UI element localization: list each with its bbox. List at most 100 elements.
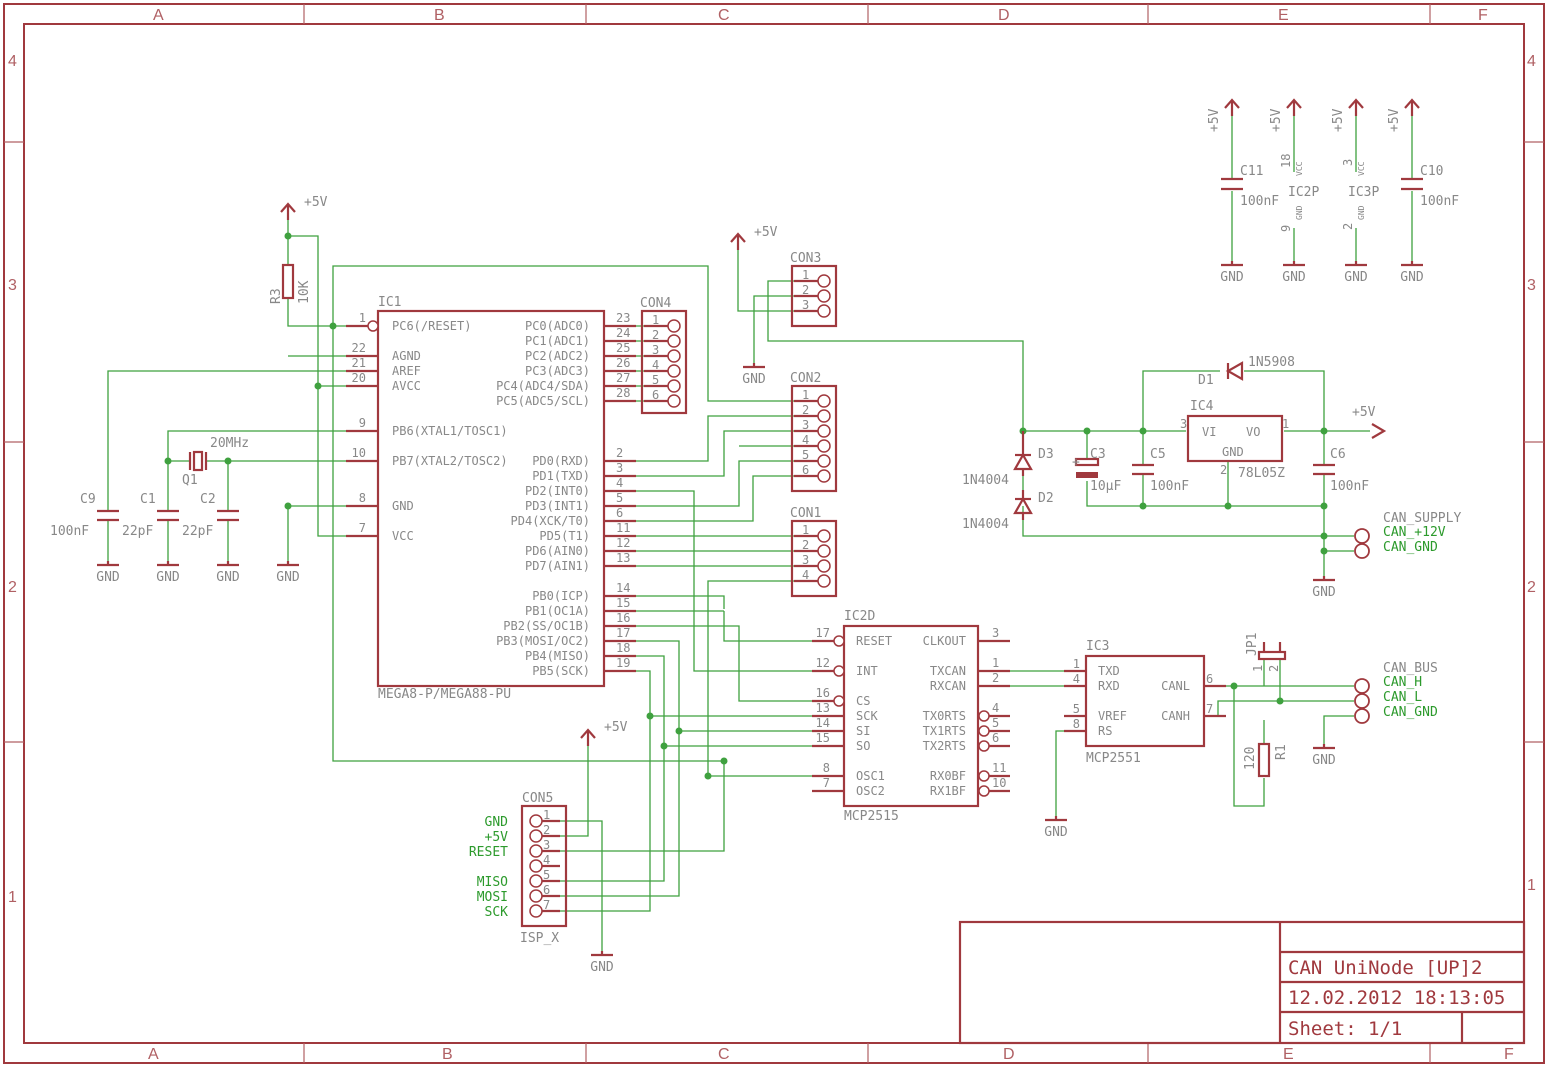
con1-pin-num: 4 <box>802 568 809 582</box>
ic2-pin-label: TXCAN <box>930 664 966 678</box>
d2-diode[interactable]: D2 1N4004 <box>962 490 1054 532</box>
ic1-atmega[interactable]: IC1 MEGA8-P/MEGA88-PU 1PC6(/RESET)22AGND… <box>346 295 636 702</box>
col-label-b-bottom: B <box>442 1046 453 1063</box>
row-label-4-right: 4 <box>1527 53 1536 70</box>
con3-pin-num: 1 <box>802 268 809 282</box>
con4-pin <box>667 394 681 408</box>
ic3-value: MCP2551 <box>1086 751 1141 766</box>
row-label-3-left: 3 <box>8 277 17 294</box>
c11-value: 100nF <box>1240 194 1279 209</box>
ic3-name: IC3 <box>1086 639 1109 654</box>
con5-pin-num: 2 <box>543 823 550 837</box>
can-h-label: CAN_H <box>1383 675 1422 690</box>
c1-value: 22pF <box>122 524 153 539</box>
con3-connector[interactable]: CON3 123 <box>790 251 838 328</box>
ic2-pin-num: 11 <box>992 761 1006 775</box>
ic3p-name: IC3P <box>1348 185 1379 200</box>
gnd-supply-label: GND <box>1344 270 1368 285</box>
c5-name: C5 <box>1150 447 1166 462</box>
ic3-pin-label: TXD <box>1098 664 1120 678</box>
isp-signal-label: GND <box>485 815 509 830</box>
c5-value: 100nF <box>1150 479 1189 494</box>
ic1-pin-num: 2 <box>616 446 623 460</box>
r1-name: R1 <box>1274 744 1289 760</box>
col-label-d-top: D <box>998 7 1010 24</box>
ic2-pin-num: 13 <box>816 701 830 715</box>
con1-name: CON1 <box>790 506 821 521</box>
c3-capacitor[interactable]: + C3 10µF <box>1072 447 1121 494</box>
ic1-pin-label: PD3(INT1) <box>525 499 590 513</box>
ic4-pin-vo: 1 <box>1282 417 1289 431</box>
jp1-jumper[interactable]: JP1 1 2 <box>1245 633 1287 672</box>
ic2-pin-label: OSC2 <box>856 784 885 798</box>
ic3p-vcc: VCC <box>1357 161 1366 176</box>
c11-capacitor[interactable]: C11 100nF <box>1221 164 1279 209</box>
ic4-regulator[interactable]: IC4 78L05Z VI VO GND 3 1 2 <box>1180 399 1289 481</box>
con4-pin-num: 1 <box>652 313 659 327</box>
r3-resistor[interactable]: R3 10K <box>269 263 312 304</box>
c5-capacitor[interactable]: C5 100nF <box>1132 447 1189 494</box>
con5-value: ISP_X <box>520 931 559 946</box>
ic2p-vcc-pin: 18 <box>1279 154 1293 168</box>
con5-pin <box>529 889 543 903</box>
c6-capacitor[interactable]: C6 100nF <box>1313 447 1369 494</box>
ic3p-gnd: GND <box>1357 205 1366 220</box>
c2-capacitor[interactable]: C2 22pF <box>182 492 239 539</box>
p5v-supply-label: +5V <box>1387 108 1402 132</box>
ic2p-gnd: GND <box>1295 205 1304 220</box>
isp-signal-label: RESET <box>469 845 508 860</box>
ic2-name: IC2D <box>844 609 875 624</box>
can-supply-connector[interactable]: CAN_SUPPLY CAN_+12V CAN_GND <box>1354 511 1461 559</box>
ic2-pin-label: OSC1 <box>856 769 885 783</box>
ic2-pin-label: RXCAN <box>930 679 966 693</box>
con5-pin <box>529 814 543 828</box>
ic3-pin-num: 6 <box>1206 672 1213 686</box>
ic2p-power: IC2P 18 VCC 9 GND <box>1279 154 1319 232</box>
c10-capacitor[interactable]: C10 100nF <box>1401 164 1459 209</box>
p5v-supply-label: +5V <box>604 720 628 735</box>
con5-pin-num: 7 <box>543 898 550 912</box>
ic1-pin-label: AVCC <box>392 379 421 393</box>
con4-pin-num: 4 <box>652 358 659 372</box>
ic3-pin-label: VREF <box>1098 709 1127 723</box>
con1-pin <box>817 574 831 588</box>
r1-value: 120 <box>1243 747 1258 770</box>
con2-pin <box>817 409 831 423</box>
r1-resistor[interactable]: R1 120 <box>1243 742 1289 778</box>
q1-crystal[interactable]: Q1 20MHz <box>182 436 249 488</box>
can-bus-connector[interactable]: CAN_BUS CAN_H CAN_L CAN_GND <box>1354 661 1438 724</box>
row-label-2-right: 2 <box>1527 579 1536 596</box>
ic1-pin-num: 9 <box>359 416 366 430</box>
ic4-name: IC4 <box>1190 399 1214 414</box>
d1-diode[interactable]: D1 1N5908 <box>1198 355 1295 388</box>
can-bus-label: CAN_BUS <box>1383 661 1438 676</box>
c9-capacitor[interactable]: C9 100nF <box>50 492 119 539</box>
row-label-1-left: 1 <box>8 889 17 906</box>
d3-diode[interactable]: D3 1N4004 <box>962 431 1054 488</box>
gnd-supply-label: GND <box>1312 585 1336 600</box>
p5v-supply-label: +5V <box>1331 108 1346 132</box>
con2-pin <box>817 454 831 468</box>
ic2-mcp2515[interactable]: IC2D MCP2515 17RESET12INT16CS13SCK14SI15… <box>812 609 1010 824</box>
ic2-pin-num: 16 <box>816 686 830 700</box>
gnd-supply-label: GND <box>156 570 180 585</box>
col-label-e-top: E <box>1278 7 1289 24</box>
col-label-d-bottom: D <box>1003 1046 1015 1063</box>
ic2-pin-label: SI <box>856 724 870 738</box>
con3-name: CON3 <box>790 251 821 266</box>
ic1-right-pins: 23PC0(ADC0)24PC1(ADC1)25PC2(ADC2)26PC3(A… <box>496 311 636 678</box>
ic2-pin-num: 17 <box>816 626 830 640</box>
c1-capacitor[interactable]: C1 22pF <box>122 492 179 539</box>
d3-value: 1N4004 <box>962 473 1009 488</box>
ic1-pin-label: PB6(XTAL1/TOSC1) <box>392 424 508 438</box>
ic1-pin-num: 25 <box>616 341 630 355</box>
ic3-pin-num: 8 <box>1073 717 1080 731</box>
ic1-pin-num: 22 <box>352 341 366 355</box>
gnd-supply-label: GND <box>590 960 614 975</box>
ic1-pin-num: 5 <box>616 491 623 505</box>
